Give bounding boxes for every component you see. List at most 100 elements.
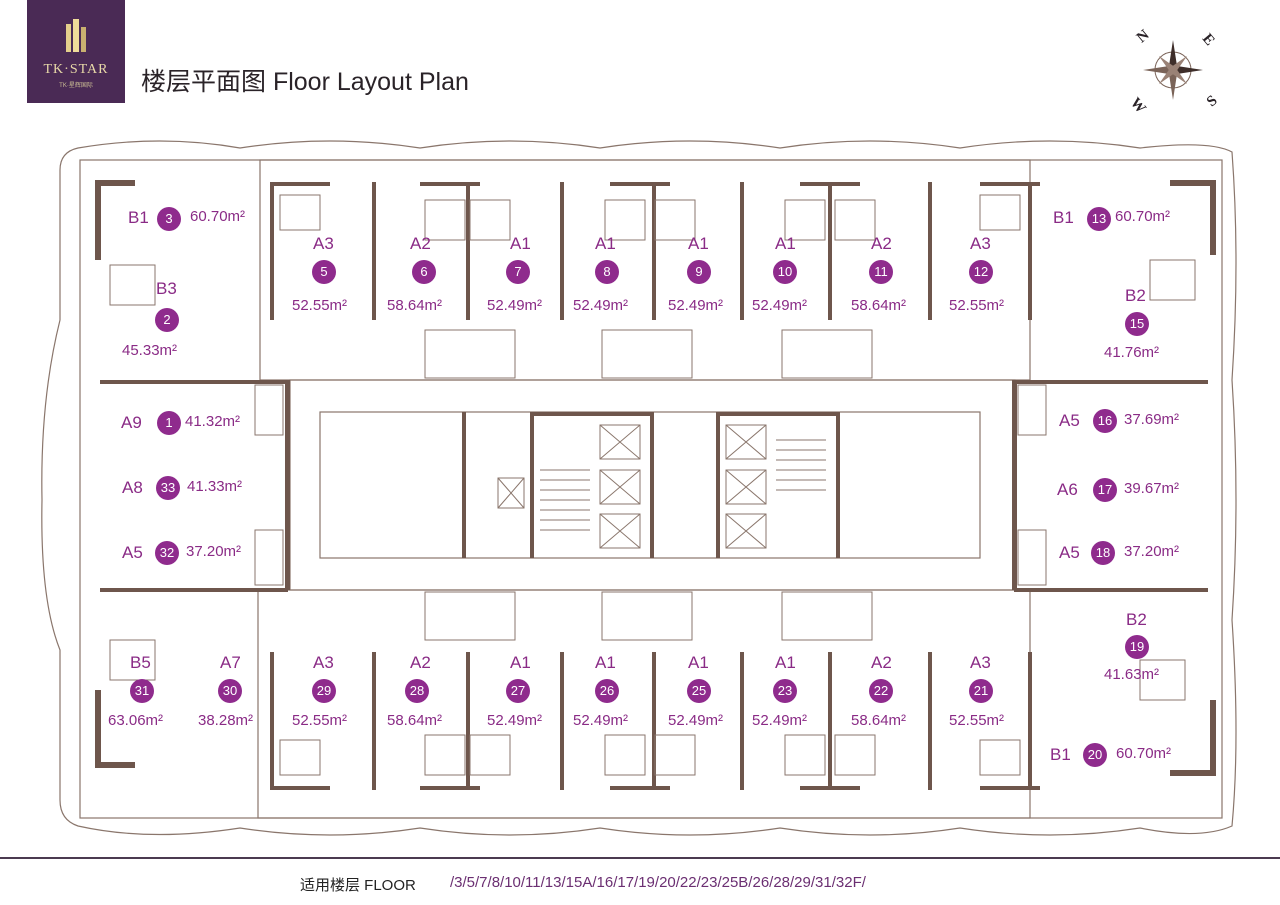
unit-area-label: 58.64m² <box>387 297 443 314</box>
unit-number-badge: 18 <box>1091 541 1115 565</box>
unit-type-label: B1 <box>1053 208 1074 227</box>
unit-number-badge: 7 <box>506 260 530 284</box>
unit-area-label: 52.49m² <box>573 297 629 314</box>
footer-divider <box>0 857 1280 859</box>
unit-type-label: A1 <box>595 234 616 253</box>
page-title: 楼层平面图 Floor Layout Plan <box>141 68 469 96</box>
unit-number-badge: 5 <box>312 260 336 284</box>
compass-e-label: E <box>1199 31 1218 49</box>
unit-number-badge: 17 <box>1093 478 1117 502</box>
unit-number-badge: 33 <box>156 476 180 500</box>
unit-type-label: A9 <box>121 413 142 432</box>
brand-logo: TK·STAR TK·星辉国际 <box>27 0 125 103</box>
unit-area-label: 52.49m² <box>487 297 543 314</box>
unit-area-label: 58.64m² <box>851 297 907 314</box>
unit-type-label: A8 <box>122 478 143 497</box>
unit-number-badge: 23 <box>773 679 797 703</box>
unit-number-badge: 2 <box>155 308 179 332</box>
unit-area-label: 52.49m² <box>487 712 543 729</box>
unit-area-label: 39.67m² <box>1124 480 1180 497</box>
unit-number-badge: 25 <box>687 679 711 703</box>
unit-area-label: 58.64m² <box>387 712 443 729</box>
unit-area-label: 52.49m² <box>668 712 724 729</box>
unit-number-badge: 16 <box>1093 409 1117 433</box>
unit-area-label: 60.70m² <box>1115 208 1171 225</box>
compass-n-label: N <box>1134 27 1153 46</box>
unit-number-badge: 29 <box>312 679 336 703</box>
unit-type-label: B5 <box>130 653 151 672</box>
unit-type-label: A6 <box>1057 480 1078 499</box>
unit-number-badge: 12 <box>969 260 993 284</box>
unit-number-badge: 6 <box>412 260 436 284</box>
unit-type-label: A2 <box>871 234 892 253</box>
unit-area-label: 63.06m² <box>108 712 164 729</box>
unit-number-badge: 13 <box>1087 207 1111 231</box>
unit-area-label: 52.55m² <box>949 712 1005 729</box>
unit-number-badge: 11 <box>869 260 893 284</box>
unit-type-label: B1 <box>128 208 149 227</box>
unit-area-label: 41.33m² <box>187 478 243 495</box>
unit-area-label: 37.69m² <box>1124 411 1180 428</box>
unit-number-badge: 28 <box>405 679 429 703</box>
unit-area-label: 52.49m² <box>668 297 724 314</box>
unit-type-label: A3 <box>313 653 334 672</box>
unit-type-label: B2 <box>1126 610 1147 629</box>
unit-number-badge: 15 <box>1125 312 1149 336</box>
unit-number-badge: 10 <box>773 260 797 284</box>
compass-rose-icon: N E S W <box>1127 27 1221 116</box>
unit-type-label: B2 <box>1125 286 1146 305</box>
unit-area-label: 52.55m² <box>292 712 348 729</box>
unit-area-label: 52.49m² <box>752 297 808 314</box>
unit-number-badge: 3 <box>157 207 181 231</box>
unit-area-label: 52.55m² <box>949 297 1005 314</box>
unit-number-badge: 32 <box>155 541 179 565</box>
floor-label: 适用楼层 FLOOR <box>300 877 416 894</box>
unit-number-badge: 19 <box>1125 635 1149 659</box>
unit-type-label: A7 <box>220 653 241 672</box>
unit-type-label: A2 <box>871 653 892 672</box>
unit-number-badge: 31 <box>130 679 154 703</box>
brand-name: TK·STAR <box>43 62 109 77</box>
unit-area-label: 41.76m² <box>1104 344 1160 361</box>
unit-number-badge: 1 <box>157 411 181 435</box>
unit-type-label: A1 <box>775 653 796 672</box>
unit-area-label: 52.55m² <box>292 297 348 314</box>
compass-w-label: W <box>1127 95 1149 116</box>
unit-area-label: 37.20m² <box>186 543 242 560</box>
unit-type-label: B1 <box>1050 745 1071 764</box>
unit-type-label: A1 <box>595 653 616 672</box>
unit-type-label: B3 <box>156 279 177 298</box>
floor-list: /3/5/7/8/10/11/13/15A/16/17/19/20/22/23/… <box>450 874 866 891</box>
unit-type-label: A3 <box>970 653 991 672</box>
unit-number-badge: 22 <box>869 679 893 703</box>
unit-type-label: A5 <box>1059 543 1080 562</box>
unit-area-label: 60.70m² <box>190 208 246 225</box>
unit-number-badge: 21 <box>969 679 993 703</box>
unit-type-label: A1 <box>510 234 531 253</box>
unit-area-label: 58.64m² <box>851 712 907 729</box>
unit-area-label: 38.28m² <box>198 712 254 729</box>
unit-area-label: 37.20m² <box>1124 543 1180 560</box>
unit-area-label: 41.63m² <box>1104 666 1160 683</box>
unit-type-label: A1 <box>775 234 796 253</box>
unit-type-label: A2 <box>410 234 431 253</box>
unit-number-badge: 8 <box>595 260 619 284</box>
unit-type-label: A1 <box>688 653 709 672</box>
compass-s-label: S <box>1204 93 1221 111</box>
unit-area-label: 45.33m² <box>122 342 178 359</box>
unit-number-badge: 9 <box>687 260 711 284</box>
unit-type-label: A5 <box>1059 411 1080 430</box>
unit-type-label: A3 <box>313 234 334 253</box>
unit-area-label: 41.32m² <box>185 413 241 430</box>
brand-subtitle: TK·星辉国际 <box>59 83 93 89</box>
unit-type-label: A2 <box>410 653 431 672</box>
unit-number-badge: 30 <box>218 679 242 703</box>
unit-number-badge: 26 <box>595 679 619 703</box>
unit-number-badge: 20 <box>1083 743 1107 767</box>
unit-area-label: 60.70m² <box>1116 745 1172 762</box>
tower-logo-icon <box>66 19 86 52</box>
unit-type-label: A1 <box>688 234 709 253</box>
unit-area-label: 52.49m² <box>752 712 808 729</box>
unit-area-label: 52.49m² <box>573 712 629 729</box>
